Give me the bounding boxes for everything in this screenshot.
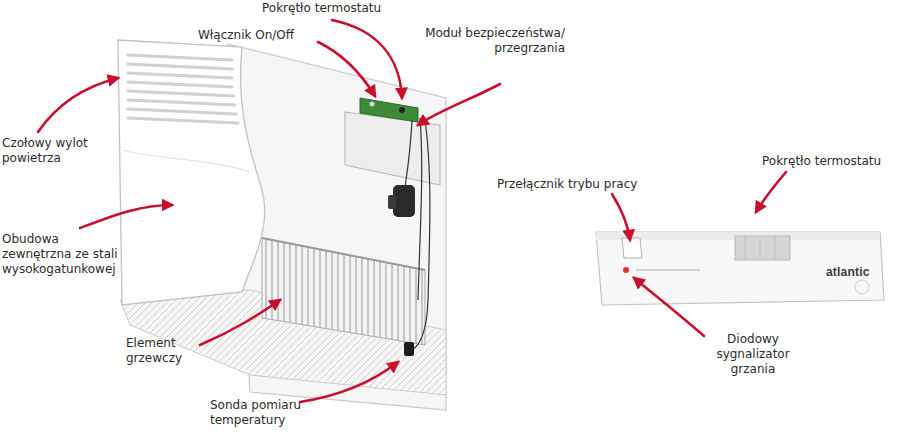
part-label: Pokrętło termostatu bbox=[762, 154, 898, 169]
heating-element bbox=[262, 238, 425, 345]
part-label: Diodowy sygnalizator grzania bbox=[704, 332, 802, 377]
brand-name: atlantic bbox=[826, 265, 886, 280]
air-outlet-grille bbox=[128, 55, 238, 123]
mode-switch bbox=[622, 238, 642, 258]
temperature-sensor bbox=[404, 342, 414, 356]
part-label: Moduł bezpieczeństwa/ przegrzania bbox=[425, 26, 565, 56]
heating-led bbox=[623, 267, 629, 273]
black-component bbox=[393, 185, 415, 217]
part-label: Sonda pomiaru temperatury bbox=[210, 398, 325, 428]
leader-lines bbox=[38, 20, 786, 402]
part-label: Obudowa zewnętrzna ze stali wysokogatunk… bbox=[2, 232, 124, 277]
part-label: Element grzewczy bbox=[126, 336, 204, 366]
part-label: Czołowy wylot powietrza bbox=[2, 136, 102, 166]
front-cover bbox=[118, 40, 265, 305]
part-label: Pokrętło termostatu bbox=[262, 1, 412, 16]
pcb bbox=[360, 98, 418, 122]
part-label: Włącznik On/Off bbox=[198, 28, 328, 43]
thermostat-knob bbox=[735, 236, 790, 260]
part-label: Przełącznik trybu pracy bbox=[497, 177, 687, 192]
